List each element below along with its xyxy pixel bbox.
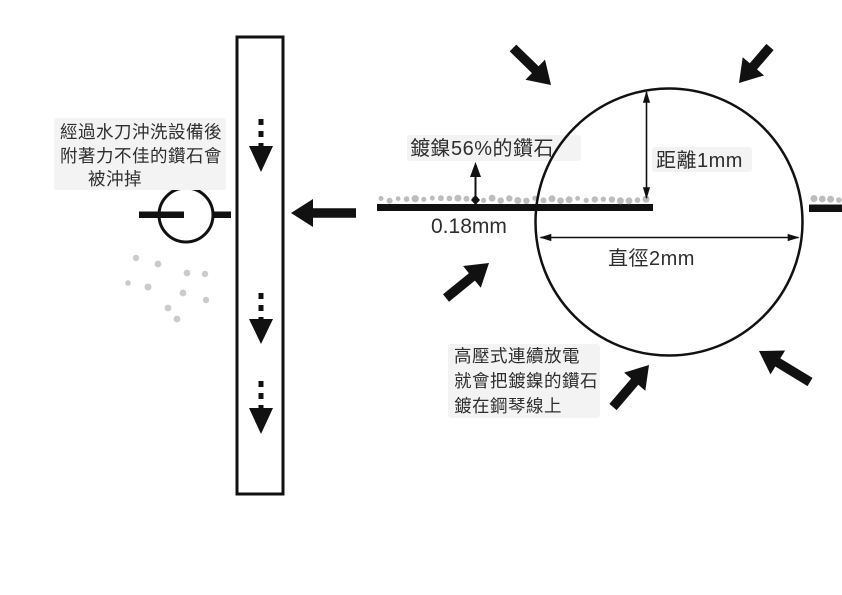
diamond-particle <box>810 195 818 203</box>
discharge-arrow-left-icon <box>443 263 489 302</box>
diamond-particle <box>463 195 470 202</box>
washed-particle <box>164 304 172 312</box>
washed-particle <box>173 315 181 323</box>
diamond-particle <box>429 195 435 201</box>
diamond-particle <box>523 197 530 204</box>
diamond-particle <box>616 197 624 205</box>
diamond-particle <box>395 196 401 202</box>
diamond-particle <box>378 196 384 201</box>
washed-particle <box>154 260 162 268</box>
label-pointer-arrow <box>470 162 481 205</box>
down-arrow-dashed-icon <box>249 381 273 434</box>
washed-particle <box>201 270 209 278</box>
diamond-particle <box>514 197 522 204</box>
discharge-note-line2: 就會把鍍鎳的鑽石 <box>454 371 598 391</box>
washed-particle <box>125 280 131 286</box>
wash-note-line3: 被沖掉 <box>88 169 142 189</box>
down-arrow-dashed-icon <box>249 119 273 172</box>
water-flow-arrows <box>249 119 273 434</box>
diamond-particle <box>625 197 633 205</box>
diamond-particle <box>446 195 453 202</box>
distance-label: 距離1mm <box>656 149 743 172</box>
coated-diamond-label: 鍍鎳56%的鑽石 <box>410 137 554 160</box>
wire-thickness-label: 0.18mm <box>431 215 507 238</box>
wash-note-line2: 附著力不佳的鑽石會 <box>60 146 222 166</box>
diamond-particle <box>488 194 496 202</box>
discharge-arrow-top-right-icon <box>739 43 774 83</box>
flow-arrow-left-icon <box>291 199 356 227</box>
diamond-particle <box>565 196 573 204</box>
discharge-arrow-bottom-right-icon <box>759 350 813 387</box>
diamond-particle <box>438 195 444 202</box>
distance-halo <box>652 147 752 172</box>
diamond-particle <box>540 197 547 204</box>
wire-stub-left <box>139 211 184 218</box>
washed-particle <box>144 283 152 291</box>
diamond-particle <box>818 195 826 203</box>
down-arrow-dashed-icon <box>249 293 273 344</box>
coated-diamond-halo <box>407 135 581 161</box>
diamond-particle <box>386 197 393 204</box>
diamond-particle <box>634 197 641 203</box>
washed-particle <box>202 296 210 304</box>
wire-stub-right <box>213 211 231 218</box>
washed-particle <box>132 254 140 262</box>
discharge-note-line1: 高壓式連續放電 <box>454 346 580 366</box>
diamond-particle <box>411 195 419 203</box>
diamond-particle <box>403 196 410 202</box>
diamond-particles-right <box>810 195 842 203</box>
diamond-particle <box>421 196 427 202</box>
bold-arrows <box>291 43 813 411</box>
diamond-particle <box>506 195 513 202</box>
diamond-particle <box>600 196 606 202</box>
diamond-particle <box>827 195 835 203</box>
diameter-label: 直徑2mm <box>608 247 695 270</box>
diamond-particle <box>591 196 598 203</box>
wash-note-halo <box>54 118 226 190</box>
diamond-particle <box>548 195 556 203</box>
washed-particle <box>183 269 191 277</box>
diamond-particle <box>557 197 564 204</box>
discharge-note-line3: 鍍在鋼琴線上 <box>454 396 562 416</box>
diamond-particle <box>608 196 616 203</box>
diamond-particle <box>481 197 487 203</box>
washed-off-particles <box>125 254 210 323</box>
diamond-particles-main <box>378 194 650 205</box>
diamond-particle <box>575 196 580 201</box>
discharge-zone-circle <box>534 87 804 357</box>
piano-wire <box>377 204 653 211</box>
washed-particle <box>179 289 187 297</box>
discharge-arrow-bottom-icon <box>609 365 649 411</box>
discharge-arrow-top-left-icon <box>509 44 551 85</box>
piano-wire-right <box>809 204 842 212</box>
wash-note-line1: 經過水刀沖洗設備後 <box>60 122 222 142</box>
diamond-particle <box>836 197 842 203</box>
diamond-particle <box>583 197 589 203</box>
discharge-note-halo <box>448 344 600 418</box>
diamond-particle <box>497 197 504 204</box>
diamond-particle <box>454 194 462 202</box>
